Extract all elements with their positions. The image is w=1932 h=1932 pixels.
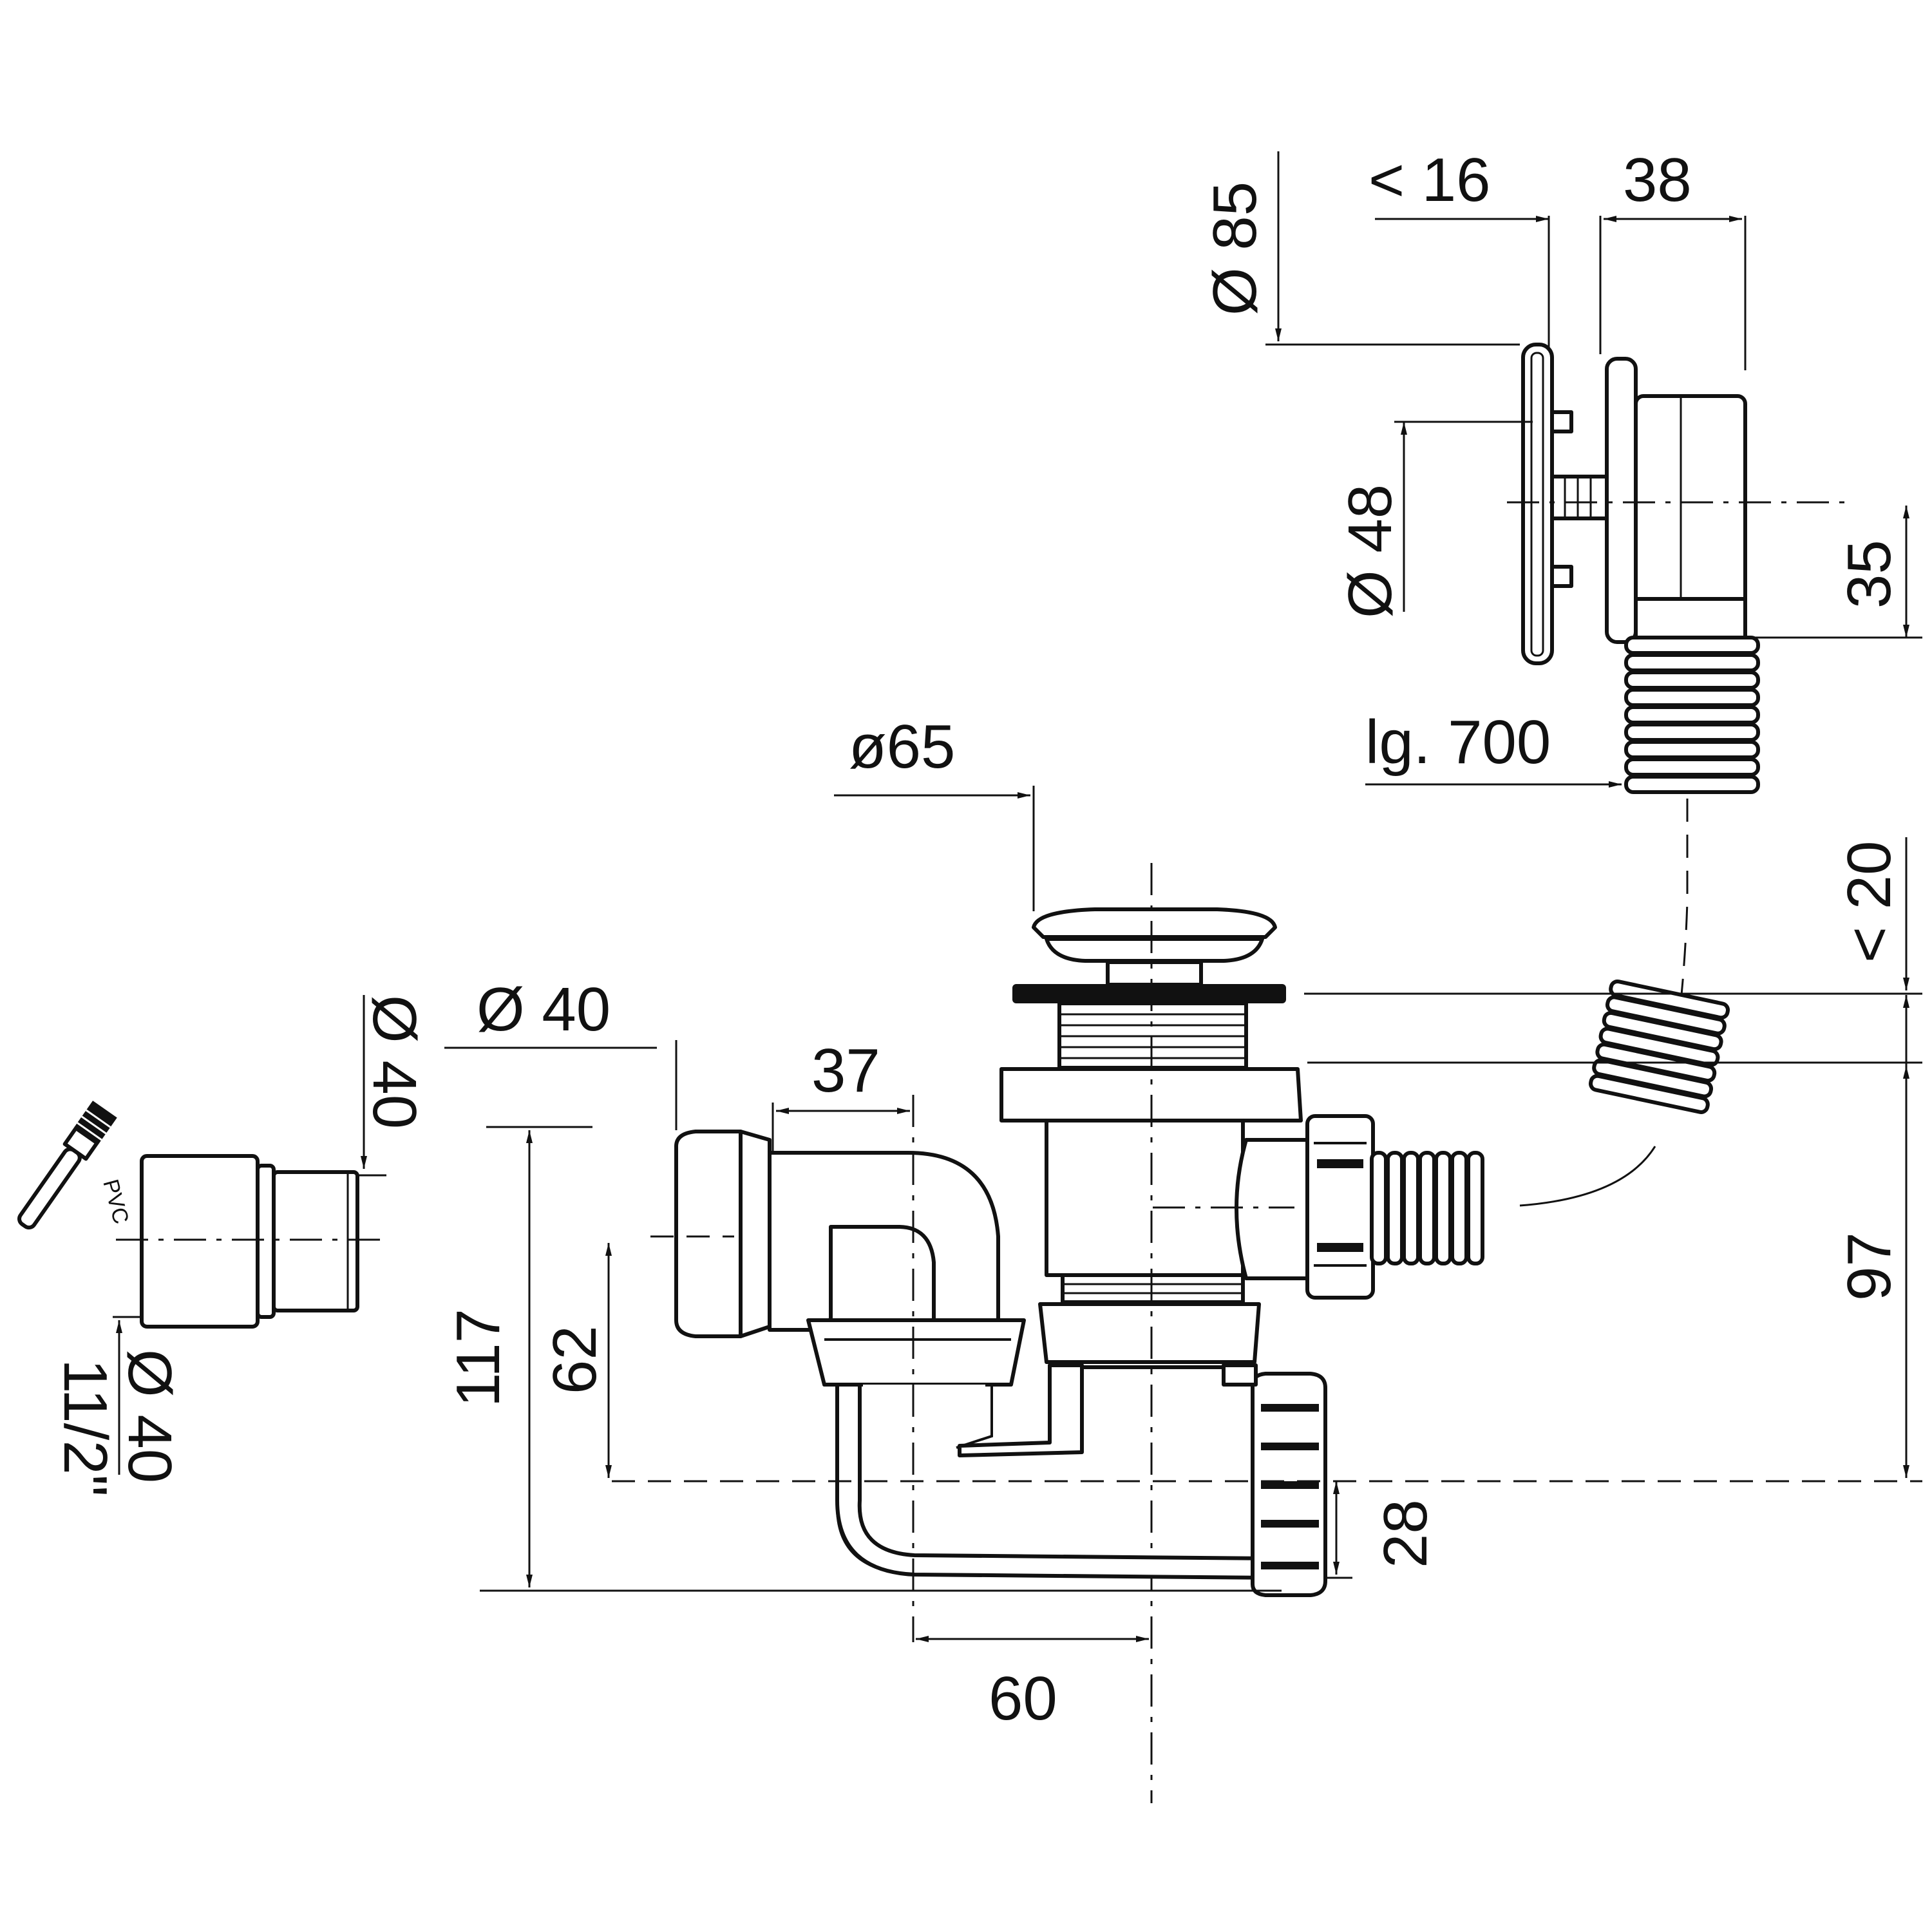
label-adapter-outer-diameter: Ø 40 bbox=[360, 995, 429, 1129]
trap-assembly bbox=[650, 1095, 1327, 1642]
label-outlet-height: 28 bbox=[1371, 1499, 1440, 1568]
adapter-large-sleeve bbox=[140, 1154, 260, 1329]
label-waste-height: 97 bbox=[1835, 1232, 1904, 1301]
paint-brush-icon bbox=[17, 1101, 117, 1230]
hose-end bbox=[1589, 979, 1730, 1114]
label-overflow-gap: < 16 bbox=[1368, 146, 1491, 214]
pvc-adapter: PVC bbox=[17, 1101, 386, 1329]
overflow-screw bbox=[1550, 475, 1609, 520]
overflow-cover-plate bbox=[1521, 343, 1554, 665]
overflow-hose bbox=[1624, 636, 1760, 794]
trap-elbow bbox=[768, 1151, 1000, 1332]
label-trap-height: 62 bbox=[540, 1325, 609, 1394]
waste-flange bbox=[1012, 984, 1286, 1003]
label-hose-length: lg. 700 bbox=[1365, 708, 1551, 777]
label-overflow-height: 35 bbox=[1835, 540, 1904, 609]
label-outlet-diameter: Ø 40 bbox=[477, 975, 611, 1044]
waste-assembly bbox=[999, 863, 1484, 1803]
trap-cleaning-cap bbox=[674, 1130, 743, 1338]
trap-nut bbox=[806, 1318, 1026, 1387]
waste-thread bbox=[1057, 1001, 1248, 1070]
label-axis-distance: 60 bbox=[989, 1664, 1057, 1733]
plug-cap bbox=[1032, 907, 1277, 939]
overflow-assembly bbox=[1507, 343, 1855, 794]
adapter-material-label: PVC bbox=[98, 1177, 133, 1226]
label-overflow-cover-diameter: Ø 85 bbox=[1200, 182, 1269, 316]
adapter-small-sleeve bbox=[272, 1170, 359, 1312]
label-overflow-hole-diameter: Ø 48 bbox=[1336, 484, 1405, 618]
label-adapter-inner-diameter: Ø 40 bbox=[115, 1349, 184, 1483]
label-overflow-depth: 38 bbox=[1623, 146, 1692, 214]
label-plug-diameter: ø65 bbox=[849, 712, 955, 781]
waste-lower-nut bbox=[1038, 1302, 1261, 1364]
overflow-flange bbox=[1605, 357, 1638, 644]
label-total-height: 117 bbox=[444, 1309, 513, 1407]
waste-body bbox=[1045, 1119, 1245, 1277]
dimension-lines bbox=[113, 151, 1922, 1642]
side-spigot bbox=[1370, 1151, 1484, 1265]
label-trap-offset: 37 bbox=[811, 1036, 880, 1105]
label-adapter-thread: 11/2" bbox=[51, 1359, 120, 1497]
label-plug-lift: < 20 bbox=[1835, 840, 1904, 963]
dimension-labels: Ø 85 < 16 38 Ø 48 35 lg. 700 ø65 < 20 Ø … bbox=[51, 146, 1904, 1733]
